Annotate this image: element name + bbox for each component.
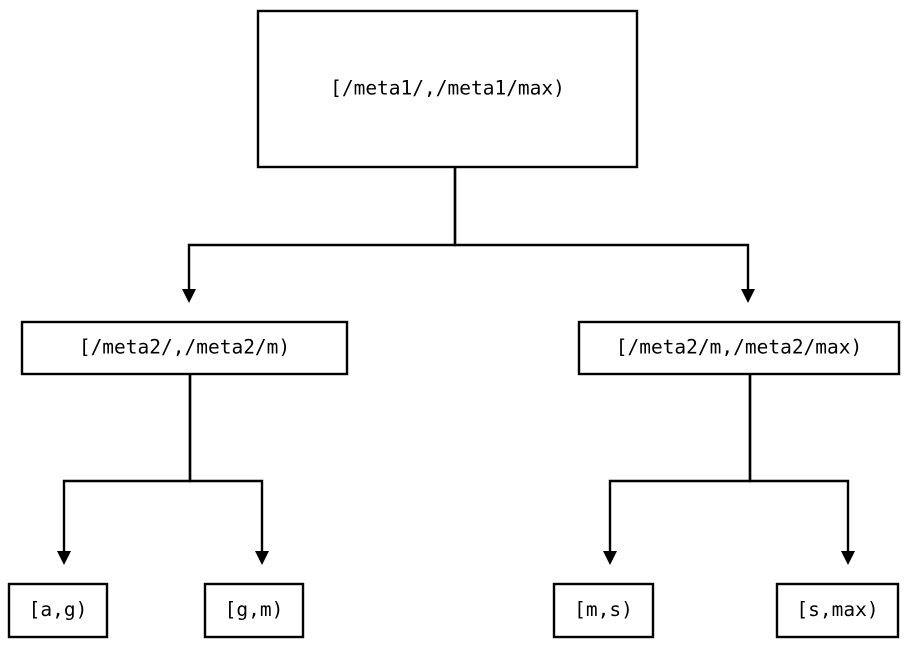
arrowhead-down-icon: [255, 551, 269, 565]
edge-mid-right-to-leaf-m-s: [603, 374, 752, 565]
node-label: [s,max): [796, 598, 878, 621]
tree-node-leaf-s-max[interactable]: [s,max): [775, 582, 900, 639]
tree-node-leaf-a-g[interactable]: [a,g): [7, 582, 109, 639]
tree-node-mid-right[interactable]: [/meta2/m,/meta2/max): [577, 320, 901, 376]
node-label: [/meta1/,/meta1/max): [330, 77, 565, 100]
node-label: [/meta2/m,/meta2/max): [616, 336, 863, 359]
edge-mid-left-to-leaf-a-g: [57, 374, 192, 565]
connector-line: [748, 374, 850, 558]
nodes-layer: [/meta1/,/meta1/max) [/meta2/,/meta2/m) [/…: [7, 9, 901, 639]
tree-node-leaf-g-m[interactable]: [g,m): [203, 582, 305, 639]
connector-line: [187, 167, 457, 296]
node-box[interactable]: [577, 320, 901, 376]
arrowhead-down-icon: [603, 551, 617, 565]
node-label: [/meta2/,/meta2/m): [79, 336, 290, 359]
node-box[interactable]: [775, 582, 900, 639]
connector-line: [188, 374, 264, 558]
node-label: [g,m): [225, 598, 284, 621]
node-box[interactable]: [7, 582, 109, 639]
arrowhead-down-icon: [182, 289, 196, 303]
tree-node-leaf-m-s[interactable]: [m,s): [552, 582, 655, 639]
node-box[interactable]: [552, 582, 655, 639]
tree-node-mid-left[interactable]: [/meta2/,/meta2/m): [20, 320, 349, 376]
arrowhead-down-icon: [57, 551, 71, 565]
arrowhead-down-icon: [741, 289, 755, 303]
tree-node-root[interactable]: [/meta1/,/meta1/max): [256, 9, 639, 169]
node-label: [m,s): [574, 598, 633, 621]
edges-layer: [57, 167, 855, 565]
edge-mid-left-to-leaf-g-m: [188, 374, 269, 565]
node-box[interactable]: [20, 320, 349, 376]
edge-root-to-mid-left: [182, 167, 457, 303]
connector-line: [62, 374, 192, 558]
edge-root-to-mid-right: [453, 167, 755, 303]
node-box[interactable]: [256, 9, 639, 169]
edge-mid-right-to-leaf-s-max: [748, 374, 855, 565]
connector-line: [453, 167, 750, 296]
node-label: [a,g): [29, 598, 88, 621]
connector-line: [608, 374, 752, 558]
node-box[interactable]: [203, 582, 305, 639]
arrowhead-down-icon: [841, 551, 855, 565]
